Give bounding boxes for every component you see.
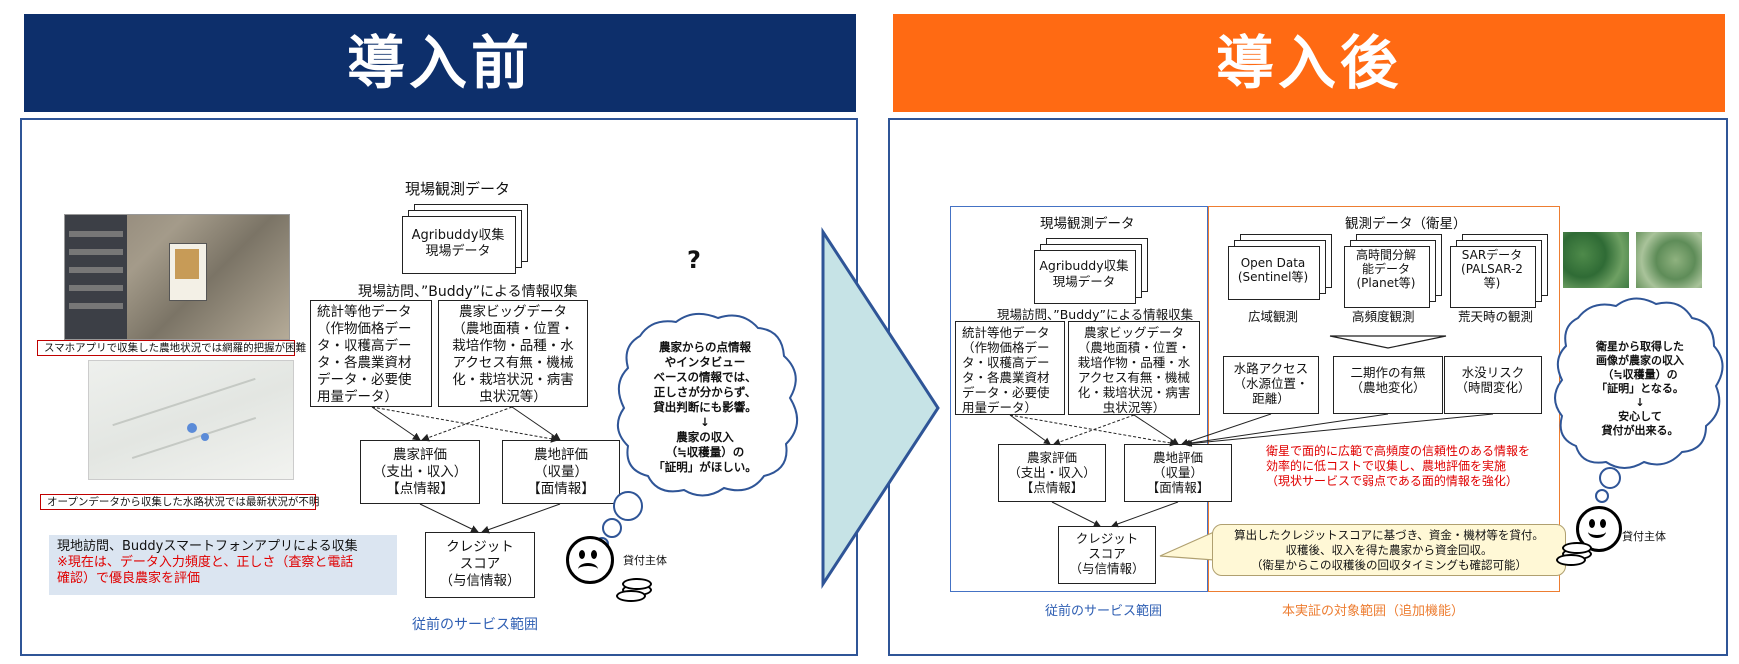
- after-agribuddy-doc-text: Agribuddy収集 現場データ: [1039, 258, 1129, 289]
- after-bubble-text: 衛星から取得した 画像が農家の収入 （≒収穫量）の 「証明」となる。 ↓ 安心し…: [1596, 340, 1684, 437]
- before-app-screenshot: [64, 214, 290, 340]
- after-agribuddy-doc: [1034, 250, 1136, 304]
- after-scope-label-old: 従前のサービス範囲: [1045, 604, 1163, 619]
- sat-doc-planet-text: 高時間分解 能データ (Planet等): [1355, 248, 1416, 290]
- after-farmer-eval: 農家評価 （支出・収入） 【点情報】: [998, 444, 1106, 502]
- before-open-data-map: [88, 360, 294, 480]
- satellite-image-2: [1636, 232, 1702, 288]
- before-stats-box: 統計等他データ （作物価格デー タ・収穫高デー タ・各農業資材 データ・必要使 …: [310, 300, 432, 407]
- after-yellow-note: 算出したクレジットスコアに基づき、資金・機材等を貸付。 収穫後、収入を得た農家か…: [1212, 524, 1566, 576]
- before-note-line1: 現地訪問、Buddyスマートフォンアプリによる収集: [57, 539, 358, 554]
- before-credit-score: クレジット スコア （与信情報）: [425, 532, 535, 598]
- sad-face-icon: [566, 536, 614, 584]
- derived-water-access: 水路アクセス （水源位置・ 距離）: [1223, 356, 1319, 414]
- before-info-collection: 現場訪問、”Buddy”による情報収集: [358, 284, 578, 300]
- sat-doc-sar-text: SARデータ (PALSAR-2 等): [1461, 248, 1523, 290]
- after-red-note: 衛星で面的に広範で高頻度の信頼性のある情報を 効率的に低コストで収集し、農地評価…: [1266, 444, 1531, 488]
- before-scope-label: 従前のサービス範囲: [412, 617, 538, 633]
- before-note-line2: ※現在は、データ入力頻度と、正しさ（査察と電話 確認）で優良農家を評価: [57, 555, 354, 586]
- before-note: 現地訪問、Buddyスマートフォンアプリによる収集 ※現在は、データ入力頻度と、…: [49, 535, 397, 595]
- sat-doc-open-text: Open Data (Sentinel等): [1237, 256, 1309, 284]
- after-info-collection: 現場訪問、”Buddy”による情報収集: [997, 307, 1194, 322]
- before-lender-label: 貸付主体: [623, 554, 667, 567]
- after-land-eval: 農地評価 （収量） 【面情報】: [1124, 444, 1232, 502]
- before-header: 導入前: [24, 14, 856, 112]
- after-credit-score: クレジット スコア （与信情報）: [1058, 526, 1156, 584]
- satellite-image-1: [1563, 232, 1629, 288]
- after-old-scope-box: [950, 206, 1208, 592]
- after-satellite-title: 観測データ（衛星）: [1345, 216, 1467, 232]
- before-bigdata-box: 農家ビッグデータ （農地面積・位置・ 栽培作物・品種・水 アクセス有無・機械 化…: [438, 300, 588, 407]
- sat-caption-wide: 広域観測: [1248, 309, 1299, 324]
- after-field-data-title: 現場観測データ: [1040, 216, 1135, 232]
- callout-app: スマホアプリで収集した農地状況では網羅的把握が困難: [37, 340, 306, 356]
- before-land-eval: 農地評価 （収量） 【面情報】: [502, 440, 620, 504]
- before-question-mark: ?: [687, 246, 701, 274]
- derived-double-crop: 二期作の有無 （農地変化）: [1333, 356, 1443, 414]
- before-agribuddy-doc: [402, 216, 516, 274]
- derived-flood-risk: 水没リスク （時間変化）: [1444, 356, 1542, 414]
- before-farmer-eval: 農家評価 （支出・収入） 【点情報】: [360, 440, 480, 504]
- after-lender-label: 貸付主体: [1622, 530, 1666, 543]
- before-field-data-title: 現場観測データ: [405, 180, 511, 198]
- callout-open: オープンデータから収集した水路状況では最新状況が不明: [40, 494, 319, 510]
- after-scope-label-new: 本実証の対象範囲（追加機能）: [1282, 604, 1465, 619]
- after-stats-box: 統計等他データ （作物価格デー タ・収穫高デー タ・各農業資材 データ・必要使 …: [955, 321, 1065, 415]
- sat-caption-frequent: 高頻度観測: [1352, 309, 1415, 324]
- before-bubble-text: 農家からの点情報 やインタビュー ベースの情報では、 正しさが分からず、 貸出判…: [653, 340, 757, 474]
- after-bigdata-box: 農家ビッグデータ （農地面積・位置・ 栽培作物・品種・水 アクセス有無・機械 化…: [1068, 321, 1200, 415]
- before-agribuddy-doc-text: Agribuddy収集 現場データ: [411, 228, 505, 259]
- after-header: 導入後: [893, 14, 1725, 112]
- sat-caption-weather: 荒天時の観測: [1458, 309, 1534, 324]
